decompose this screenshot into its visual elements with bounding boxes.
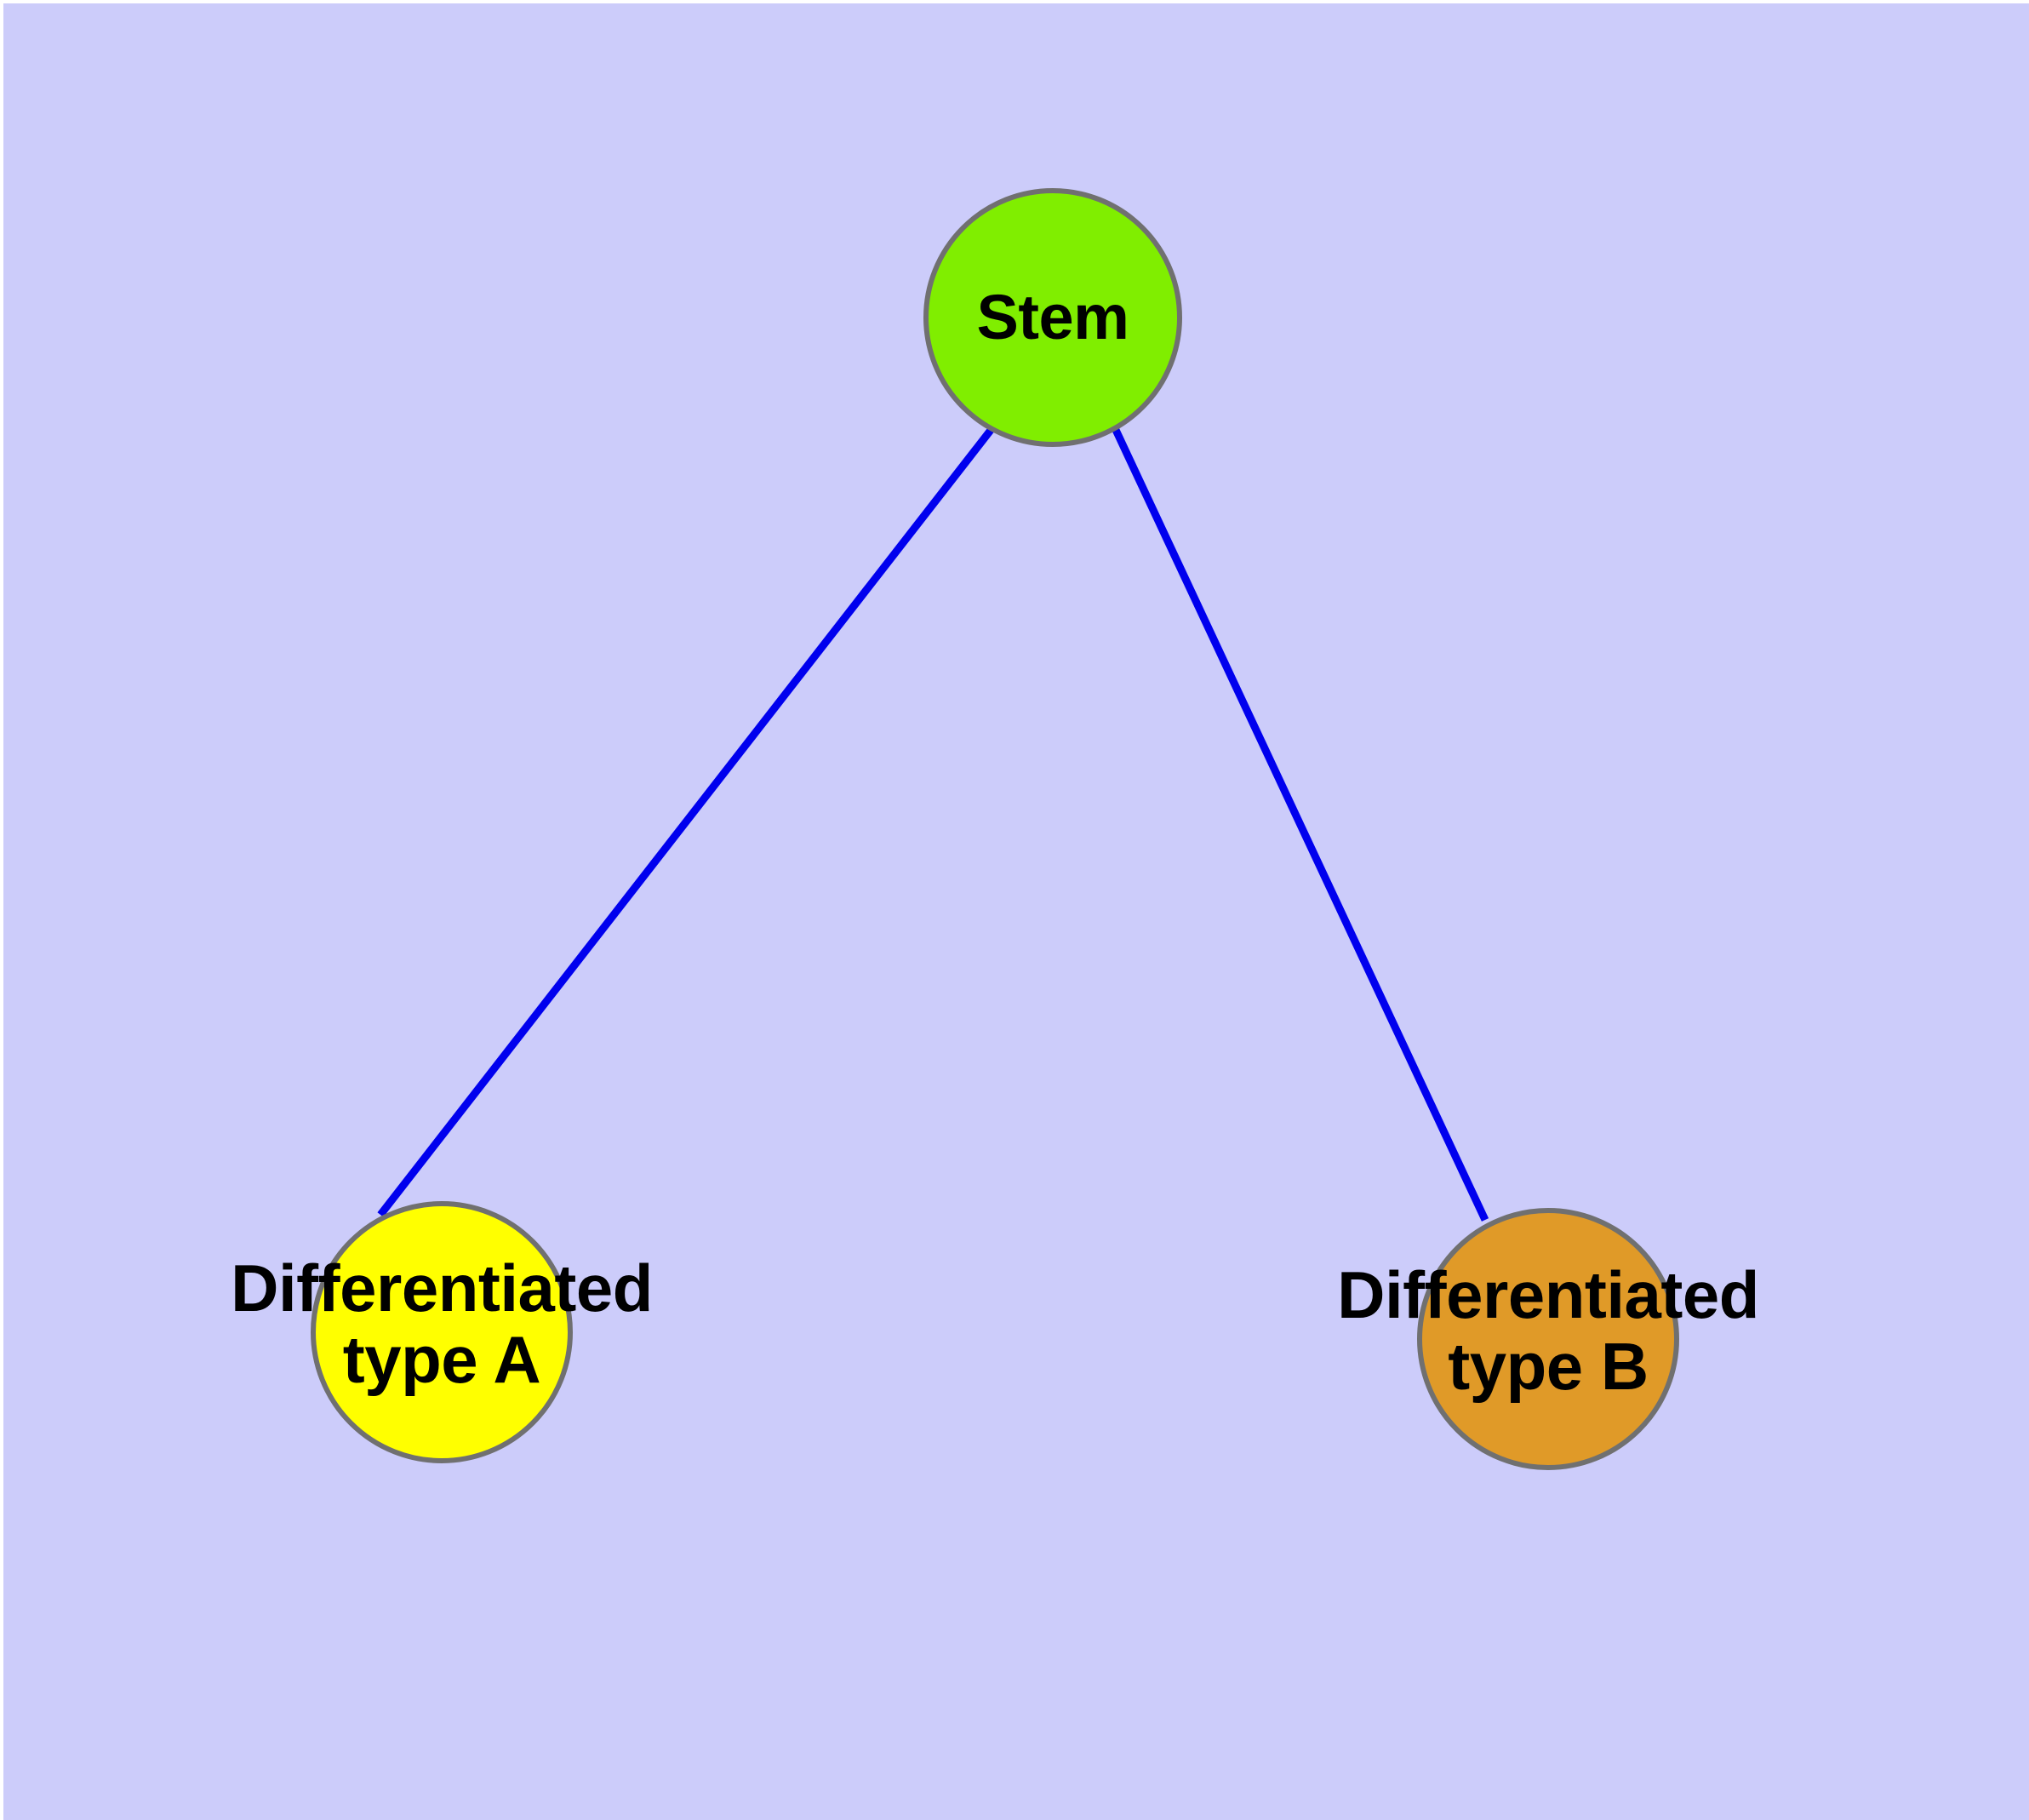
node-differentiated-type-a[interactable]	[311, 1201, 573, 1463]
edge-stem-to-diff-a[interactable]	[377, 426, 995, 1217]
edge-stem-to-diff-b[interactable]	[1112, 428, 1489, 1222]
node-differentiated-type-b[interactable]	[1417, 1208, 1679, 1470]
node-stem[interactable]	[923, 188, 1182, 447]
